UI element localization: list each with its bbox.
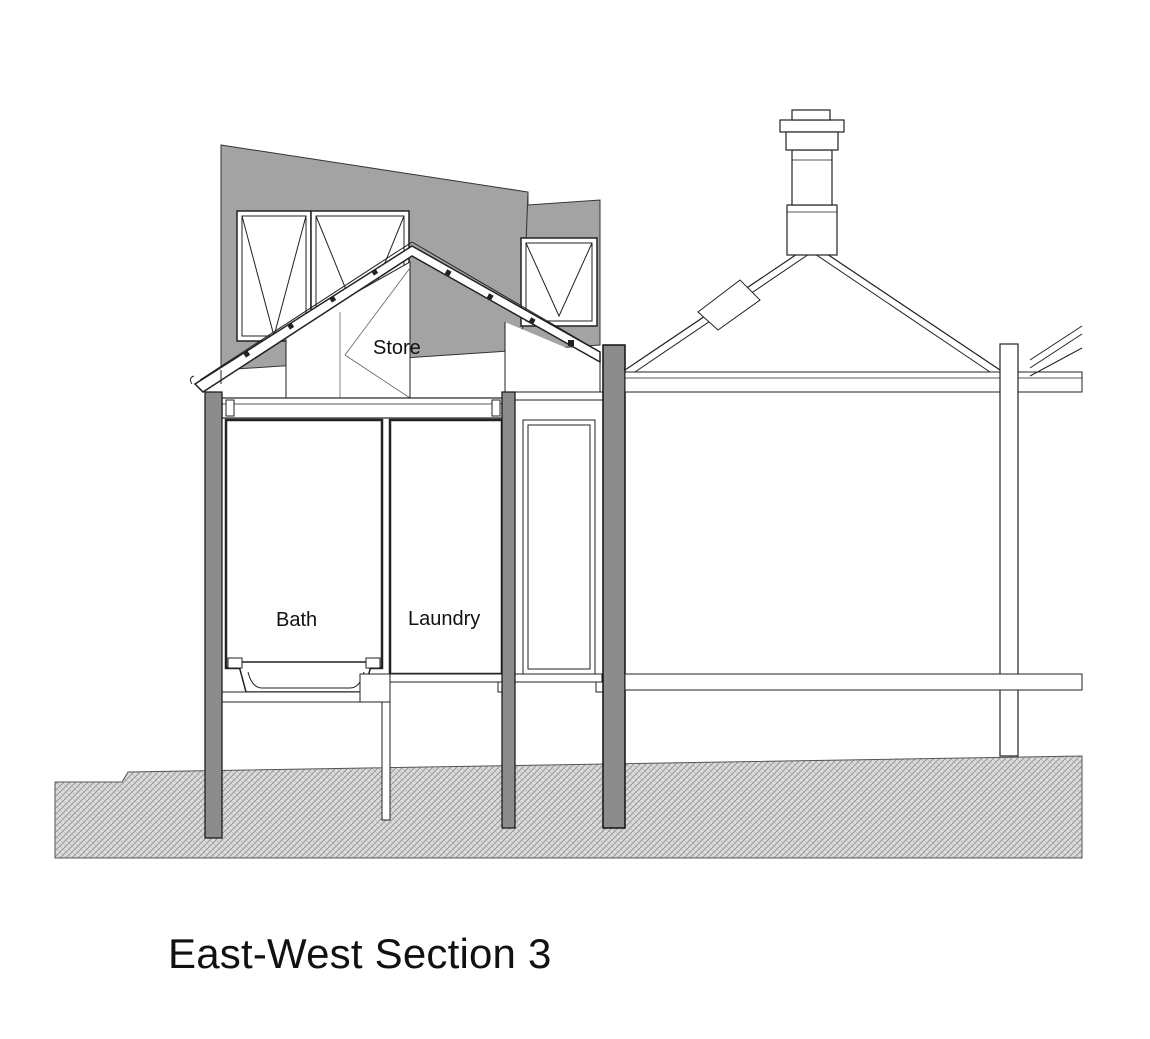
- room-label-bath: Bath: [276, 609, 317, 631]
- chimney: [779, 109, 845, 256]
- laundry-room: [388, 418, 504, 676]
- dormer-window-right: [520, 237, 598, 327]
- existing-house: [624, 243, 1083, 757]
- bath-room: [224, 418, 384, 670]
- floor-structure: [221, 673, 605, 821]
- bathtub: [227, 657, 381, 693]
- store-attic: [285, 261, 601, 399]
- ground: [54, 755, 1083, 859]
- roof: [189, 241, 601, 393]
- ceiling-beam: [221, 391, 604, 419]
- room-label-store: Store: [373, 337, 421, 359]
- door: [522, 419, 596, 675]
- room-label-laundry: Laundry: [408, 608, 480, 630]
- drawing-caption: East-West Section 3: [168, 930, 552, 977]
- posts: [204, 344, 626, 839]
